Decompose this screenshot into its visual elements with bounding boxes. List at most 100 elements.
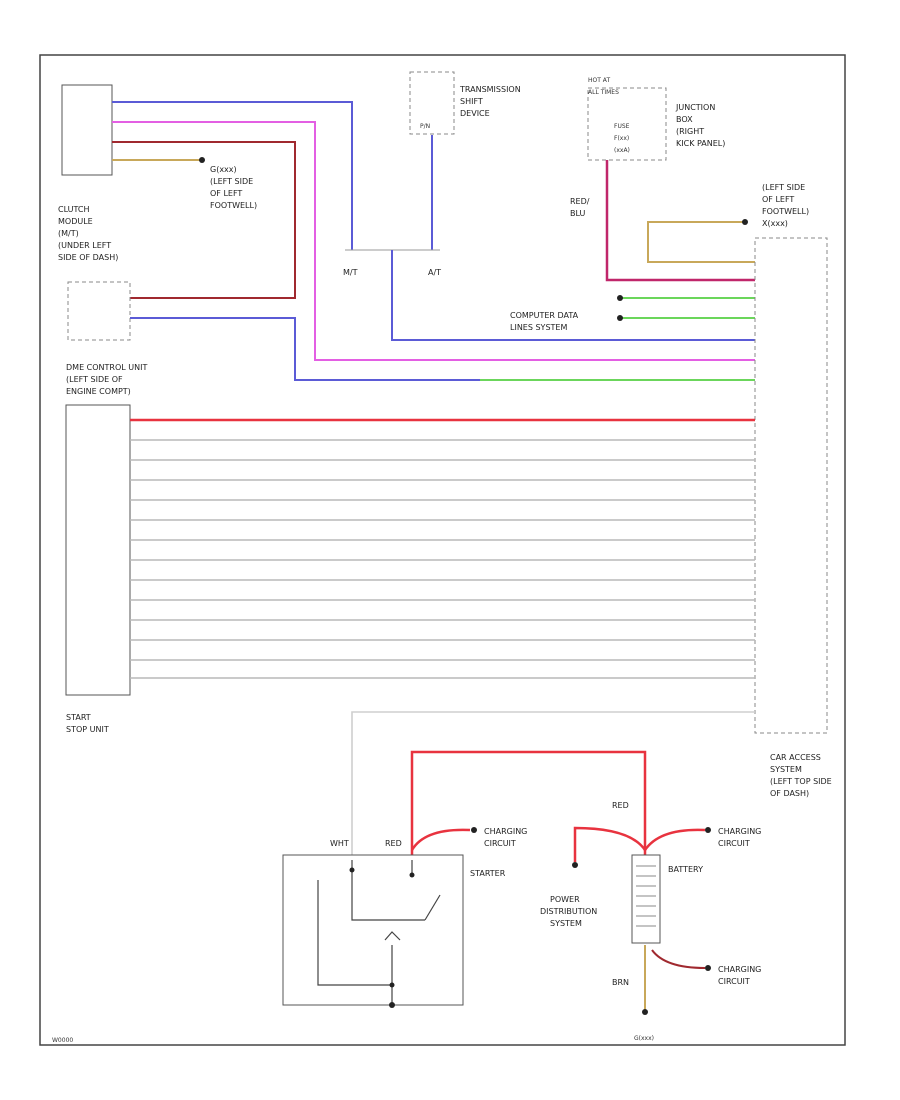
svg-text:CHARGING: CHARGING	[718, 965, 761, 974]
svg-text:SHIFT: SHIFT	[460, 97, 483, 106]
svg-text:DEVICE: DEVICE	[460, 109, 490, 118]
svg-text:CHARGING: CHARGING	[718, 827, 761, 836]
svg-text:SYSTEM: SYSTEM	[550, 919, 582, 928]
svg-text:RED/: RED/	[570, 197, 590, 206]
computer-data-label: COMPUTER DATA LINES SYSTEM	[510, 311, 579, 332]
hot-at-all-times-label: HOT AT ALL TIMES	[588, 77, 619, 96]
svg-text:FOOTWELL): FOOTWELL)	[762, 207, 809, 216]
wire-red-charging-1	[410, 828, 471, 851]
wire-blue-2	[130, 317, 755, 381]
start-stop-label: START STOP UNIT	[66, 713, 109, 734]
starter-label: STARTER	[470, 869, 506, 878]
at-label: A/T	[428, 268, 441, 277]
junction-box	[587, 87, 667, 161]
wire-tan-ground	[647, 221, 755, 263]
powerdist-point	[572, 862, 578, 868]
wht-label: WHT	[330, 839, 349, 848]
svg-text:DISTRIBUTION: DISTRIBUTION	[540, 907, 597, 916]
diagram-border	[39, 54, 846, 1046]
wire-white-starter	[351, 711, 755, 855]
brn-label: BRN	[612, 978, 629, 987]
svg-text:OF LEFT: OF LEFT	[210, 189, 242, 198]
svg-text:JUNCTION: JUNCTION	[675, 103, 715, 112]
svg-text:(LEFT SIDE: (LEFT SIDE	[210, 177, 253, 186]
clutch-module-label: CLUTCH MODULE (M/T) (UNDER LEFT SIDE OF …	[58, 205, 118, 262]
svg-text:BLU: BLU	[570, 209, 586, 218]
power-distribution-label: POWER DISTRIBUTION SYSTEM	[540, 895, 597, 928]
svg-text:SIDE OF DASH): SIDE OF DASH)	[58, 253, 118, 262]
data-line-point-1	[617, 295, 623, 301]
gray-wire-rows	[130, 439, 755, 679]
svg-text:(xxA): (xxA)	[614, 147, 630, 154]
svg-text:DME CONTROL UNIT: DME CONTROL UNIT	[66, 363, 147, 372]
svg-text:CAR ACCESS: CAR ACCESS	[770, 753, 821, 762]
transmission-label: TRANSMISSION SHIFT DEVICE	[459, 85, 521, 118]
starter-terminal-1	[349, 867, 355, 873]
dme-label: DME CONTROL UNIT (LEFT SIDE OF ENGINE CO…	[66, 363, 147, 396]
svg-text:(RIGHT: (RIGHT	[676, 127, 704, 136]
svg-text:CLUTCH: CLUTCH	[58, 205, 90, 214]
left-side-footwell-label: (LEFT SIDE OF LEFT FOOTWELL) X(xxx)	[762, 183, 809, 228]
charging-point-3	[705, 965, 711, 971]
svg-text:CIRCUIT: CIRCUIT	[484, 839, 516, 848]
svg-text:BOX: BOX	[676, 115, 693, 124]
pn-label: P/N	[420, 123, 430, 130]
svg-text:FOOTWELL): FOOTWELL)	[210, 201, 257, 210]
start-stop-unit-box	[65, 404, 131, 696]
svg-text:CHARGING: CHARGING	[484, 827, 527, 836]
svg-text:SYSTEM: SYSTEM	[770, 765, 802, 774]
charging-point-2	[705, 827, 711, 833]
junction-box-label: JUNCTION BOX (RIGHT KICK PANEL)	[675, 103, 725, 148]
svg-text:(LEFT SIDE: (LEFT SIDE	[762, 183, 805, 192]
clutch-module-box	[61, 84, 113, 176]
wire-pink-clutch	[112, 121, 755, 361]
svg-text:F(xx): F(xx)	[614, 135, 629, 142]
wire-blue-data	[391, 250, 755, 341]
svg-text:FUSE: FUSE	[614, 123, 630, 130]
ground-left-footwell-label: G(xxx) (LEFT SIDE OF LEFT FOOTWELL)	[210, 165, 257, 210]
fuse-label: FUSE F(xx) (xxA)	[614, 123, 630, 154]
svg-text:X(xxx): X(xxx)	[762, 219, 788, 228]
transmission-box	[409, 71, 455, 135]
svg-text:STOP UNIT: STOP UNIT	[66, 725, 109, 734]
svg-text:ENGINE COMPT): ENGINE COMPT)	[66, 387, 131, 396]
charging-circuit-label-3: CHARGING CIRCUIT	[718, 965, 761, 986]
svg-text:COMPUTER DATA: COMPUTER DATA	[510, 311, 579, 320]
svg-text:G(xxx): G(xxx)	[210, 165, 237, 174]
starter-terminal-2	[409, 872, 415, 878]
car-access-label: CAR ACCESS SYSTEM (LEFT TOP SIDE OF DASH…	[770, 753, 832, 798]
svg-text:(LEFT TOP SIDE: (LEFT TOP SIDE	[770, 777, 832, 786]
charging-point-1	[471, 827, 477, 833]
car-access-box	[754, 237, 828, 734]
svg-text:OF DASH): OF DASH)	[770, 789, 809, 798]
ground-point-right	[742, 219, 748, 225]
connector-box	[67, 281, 131, 341]
charging-circuit-label-2: CHARGING CIRCUIT	[718, 827, 761, 848]
starter-terminal-3	[389, 982, 395, 988]
ground-point	[199, 157, 205, 163]
svg-text:POWER: POWER	[550, 895, 580, 904]
svg-text:(UNDER LEFT: (UNDER LEFT	[58, 241, 111, 250]
ground-label: G(xxx)	[634, 1035, 654, 1042]
red-label-battery: RED	[612, 801, 629, 810]
battery-box	[631, 854, 661, 944]
charging-circuit-label-1: CHARGING CIRCUIT	[484, 827, 527, 848]
diagram-id: W0000	[52, 1037, 73, 1044]
starter-ground	[389, 1002, 395, 1008]
battery-ground	[642, 1009, 648, 1015]
svg-text:ALL TIMES: ALL TIMES	[588, 89, 619, 96]
svg-text:START: START	[66, 713, 91, 722]
svg-text:TRANSMISSION: TRANSMISSION	[459, 85, 521, 94]
svg-text:(M/T): (M/T)	[58, 229, 79, 238]
wire-blue-clutch	[112, 101, 353, 250]
mt-label: M/T	[343, 268, 358, 277]
wire-darkred-clutch	[112, 141, 296, 299]
wire-charging-3	[651, 949, 706, 969]
wire-magenta-fuse	[605, 160, 755, 282]
data-line-point-2	[617, 315, 623, 321]
wire-red-charging-2	[643, 828, 706, 851]
starter-box	[282, 854, 464, 1006]
svg-text:(LEFT SIDE OF: (LEFT SIDE OF	[66, 375, 123, 384]
svg-text:OF LEFT: OF LEFT	[762, 195, 794, 204]
